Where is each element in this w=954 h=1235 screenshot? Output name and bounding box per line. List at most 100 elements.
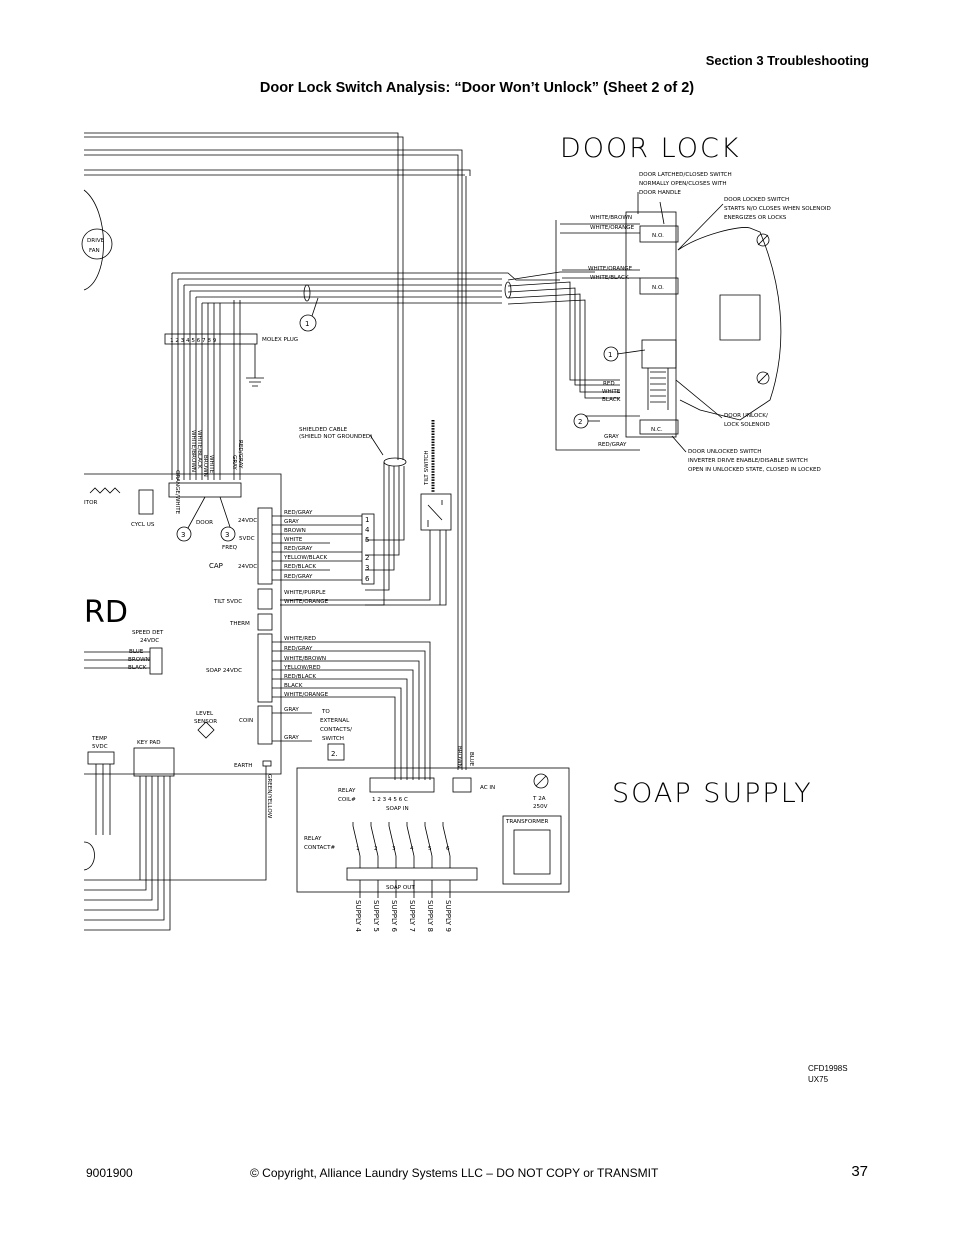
svg-text:2: 2 <box>365 554 369 562</box>
svg-text:WHITE/ORANGE: WHITE/ORANGE <box>590 225 635 231</box>
svg-text:1: 1 <box>305 320 309 328</box>
svg-text:24VDC: 24VDC <box>140 638 159 644</box>
svg-text:SOAP OUT: SOAP OUT <box>386 885 415 891</box>
svg-text:GRAY: GRAY <box>231 455 237 470</box>
supply-labels: SUPPLY 4 SUPPLY 5 SUPPLY 6 SUPPLY 7 SUPP… <box>354 900 452 932</box>
svg-text:COIL#: COIL# <box>338 797 356 803</box>
callouts-board: 3 3 <box>176 496 236 542</box>
svg-text:3: 3 <box>365 564 369 572</box>
page-number: 37 <box>851 1163 868 1180</box>
svg-text:WHITE/ORANGE: WHITE/ORANGE <box>588 266 633 272</box>
svg-text:1: 1 <box>365 516 369 524</box>
svg-text:EARTH: EARTH <box>234 763 252 769</box>
svg-text:TO: TO <box>321 709 330 715</box>
svg-text:AC IN: AC IN <box>480 785 495 791</box>
svg-text:RELAY: RELAY <box>338 788 356 794</box>
green-yellow-label: GREEN/YELLOW <box>266 774 272 819</box>
svg-text:RED/GRAY: RED/GRAY <box>284 546 313 552</box>
svg-text:WHITE: WHITE <box>284 537 303 543</box>
svg-text:WHITE/BLACK: WHITE/BLACK <box>590 275 629 281</box>
svg-text:INVERTER DRIVE ENABLE/DISABLE: INVERTER DRIVE ENABLE/DISABLE SWITCH <box>688 458 808 464</box>
svg-text:GRAY: GRAY <box>284 519 299 525</box>
svg-text:OPEN IN UNLOCKED STATE, CLOSED: OPEN IN UNLOCKED STATE, CLOSED IN LOCKED <box>688 467 821 473</box>
door-lock-notes: DOOR LATCHED/CLOSED SWITCH NORMALLY OPEN… <box>639 172 831 473</box>
svg-text:TILT 5VDC: TILT 5VDC <box>213 599 242 605</box>
svg-text:DOOR LATCHED/CLOSED SWITCH: DOOR LATCHED/CLOSED SWITCH <box>639 172 732 178</box>
svg-text:WHITE/BROWN: WHITE/BROWN <box>284 656 326 662</box>
svg-text:CAP: CAP <box>209 562 223 570</box>
svg-text:LEVEL: LEVEL <box>196 711 214 717</box>
svg-text:COIN: COIN <box>239 718 253 724</box>
svg-text:WHITE: WHITE <box>602 389 621 395</box>
svg-text:DOOR HANDLE: DOOR HANDLE <box>639 190 681 196</box>
callout-1: 1 <box>299 297 319 332</box>
svg-text:SHIELDED CABLE: SHIELDED CABLE <box>299 427 348 433</box>
svg-text:DRIVE: DRIVE <box>87 238 105 244</box>
svg-text:YELLOW/BLACK: YELLOW/BLACK <box>283 555 328 561</box>
svg-text:3: 3 <box>225 531 229 539</box>
svg-text:TILT SWITCH: TILT SWITCH <box>424 450 430 486</box>
door-lock-title: DOOR LOCK <box>560 133 741 164</box>
svg-text:CONTACT#: CONTACT# <box>304 845 336 851</box>
svg-text:WHITE/ORANGE: WHITE/ORANGE <box>284 599 329 605</box>
top-wires <box>84 132 471 770</box>
svg-text:SUPPLY 5: SUPPLY 5 <box>372 900 380 932</box>
svg-text:RELAY: RELAY <box>304 836 322 842</box>
main-board: ITOR CYCL US DOOR FREQ CAP 24VDC 5VDC 24… <box>83 473 282 931</box>
svg-text:RED/GRAY: RED/GRAY <box>237 440 243 469</box>
svg-text:BLUE: BLUE <box>468 752 474 767</box>
svg-text:1 2 3 4 5 6 C: 1 2 3 4 5 6 C <box>372 797 408 803</box>
svg-text:SWITCH: SWITCH <box>322 736 344 742</box>
svg-text:LOCK SOLENOID: LOCK SOLENOID <box>724 422 770 428</box>
svg-text:WHITE/RED: WHITE/RED <box>284 636 316 642</box>
svg-text:N.O.: N.O. <box>652 233 664 239</box>
svg-text:6: 6 <box>365 575 370 583</box>
svg-text:2: 2 <box>374 846 378 852</box>
svg-text:TRANSFORMER: TRANSFORMER <box>505 819 549 825</box>
molex-plug: 1 2 3 4 5 6 7 8 9 MOLEX PLUG <box>164 333 298 387</box>
svg-text:1 2 3 4 5 6 7 8 9: 1 2 3 4 5 6 7 8 9 <box>170 338 217 344</box>
vertical-wire-labels: ORANGE/WHITE WHITE/BROWN WHITE/BLACK BRO… <box>174 430 243 515</box>
svg-text:250V: 250V <box>533 804 548 810</box>
board-rd-text: RD <box>84 595 128 630</box>
svg-text:GRAY: GRAY <box>604 434 619 440</box>
svg-text:SOAP IN: SOAP IN <box>386 806 409 812</box>
svg-text:5VDC: 5VDC <box>92 744 108 750</box>
cable-bundle <box>171 271 620 480</box>
svg-text:FAN: FAN <box>89 248 100 254</box>
svg-text:STARTS N/O CLOSES WHEN SOLENOI: STARTS N/O CLOSES WHEN SOLENOID <box>724 206 831 212</box>
soap-supply-title: SOAP SUPPLY <box>612 778 813 809</box>
document-number: 9001900 <box>86 1166 133 1180</box>
svg-text:WHITE/PURPLE: WHITE/PURPLE <box>284 590 326 596</box>
page-title: Door Lock Switch Analysis: “Door Won’t U… <box>259 80 695 96</box>
svg-text:CONTACTS/: CONTACTS/ <box>320 727 352 733</box>
svg-text:5VDC: 5VDC <box>239 536 255 542</box>
svg-text:WHITE/ORANGE: WHITE/ORANGE <box>284 692 329 698</box>
svg-text:SUPPLY 7: SUPPLY 7 <box>408 900 416 932</box>
section-heading: Section 3 Troubleshooting <box>705 53 869 68</box>
svg-text:3: 3 <box>181 531 185 539</box>
svg-text:DOOR UNLOCKED SWITCH: DOOR UNLOCKED SWITCH <box>688 449 762 455</box>
svg-text:BROWN: BROWN <box>284 528 306 534</box>
svg-text:N.O.: N.O. <box>652 285 664 291</box>
svg-text:ORANGE/WHITE: ORANGE/WHITE <box>174 470 180 515</box>
svg-text:FREQ: FREQ <box>222 545 238 551</box>
svg-text:N.C.: N.C. <box>651 427 663 433</box>
svg-text:WHITE/BROWN: WHITE/BROWN <box>590 215 632 221</box>
svg-text:RED/GRAY: RED/GRAY <box>284 510 313 516</box>
svg-text:24VDC: 24VDC <box>238 518 257 524</box>
svg-text:BROWN: BROWN <box>202 455 208 477</box>
svg-text:1: 1 <box>608 351 612 359</box>
soap-wires: WHITE/RED RED/GRAY WHITE/BROWN YELLOW/RE… <box>272 636 431 780</box>
svg-text:DOOR LOCKED SWITCH: DOOR LOCKED SWITCH <box>724 197 789 203</box>
svg-text:CYCL US: CYCL US <box>131 522 155 528</box>
svg-text:2: 2 <box>578 418 582 426</box>
svg-text:DOOR UNLOCK/: DOOR UNLOCK/ <box>724 413 768 419</box>
svg-text:WHITE/BROWN: WHITE/BROWN <box>190 430 196 472</box>
svg-text:SUPPLY 4: SUPPLY 4 <box>354 900 362 932</box>
svg-text:GRAY: GRAY <box>284 707 299 713</box>
svg-text:WHITE/BLACK: WHITE/BLACK <box>196 430 202 469</box>
svg-text:NORMALLY OPEN/CLOSES WITH: NORMALLY OPEN/CLOSES WITH <box>639 181 727 187</box>
door-lock-assembly: N.O. N.O. N.C. WHITE/BROWN WHITE/ORANGE … <box>555 192 782 453</box>
